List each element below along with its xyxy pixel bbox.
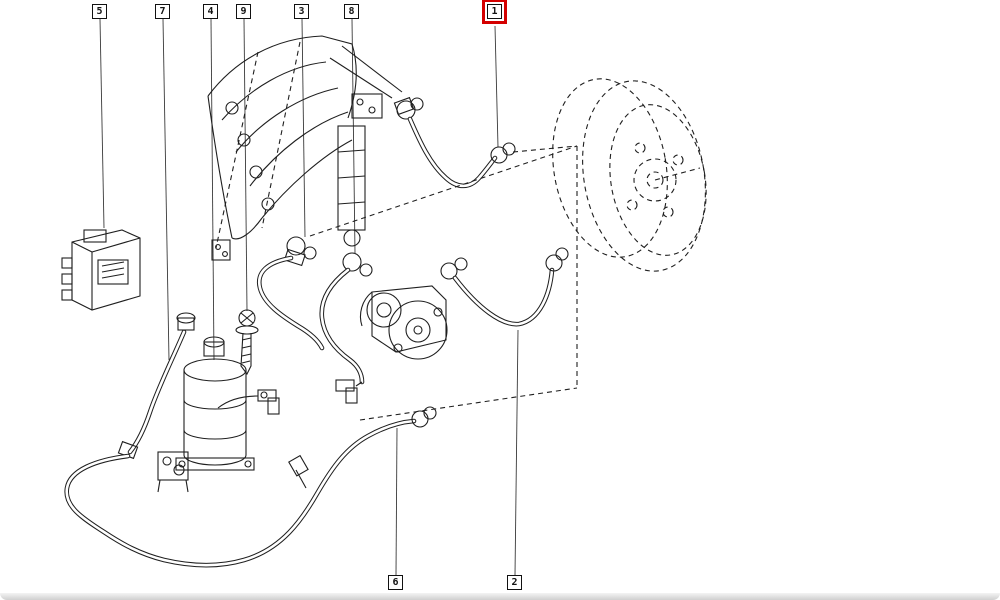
part-callout-5[interactable]: 5 bbox=[92, 4, 107, 19]
callout-label: 8 bbox=[348, 6, 355, 17]
flywheel-drawing bbox=[552, 78, 707, 272]
leader-line-1 bbox=[494, 25, 499, 148]
leader-line-9 bbox=[243, 18, 248, 312]
callout-label: 9 bbox=[240, 6, 247, 17]
callout-label: 1 bbox=[491, 6, 498, 17]
leader-lines bbox=[99, 18, 519, 576]
window-bottom-edge bbox=[0, 593, 1000, 600]
union-8-drawing bbox=[322, 252, 373, 382]
hose-1-drawing bbox=[393, 96, 516, 186]
bolt-drawing bbox=[235, 309, 259, 376]
callout-label: 3 bbox=[298, 6, 305, 17]
hose-7-drawing bbox=[130, 312, 196, 452]
part-callout-8[interactable]: 8 bbox=[344, 4, 359, 19]
leader-line-7 bbox=[162, 18, 170, 361]
part-callout-9[interactable]: 9 bbox=[236, 4, 251, 19]
hose-6-drawing bbox=[67, 406, 437, 565]
leader-line-3 bbox=[301, 18, 306, 238]
leader-line-2 bbox=[514, 329, 519, 576]
part-callout-7[interactable]: 7 bbox=[155, 4, 170, 19]
control-module-drawing bbox=[61, 229, 141, 311]
callout-label: 5 bbox=[96, 6, 103, 17]
elbow-fittings-drawing bbox=[217, 379, 363, 415]
leader-line-4 bbox=[210, 18, 215, 361]
callout-label: 6 bbox=[392, 577, 399, 588]
hose-2-drawing bbox=[440, 247, 569, 324]
callout-label: 7 bbox=[159, 6, 166, 17]
leader-line-8 bbox=[351, 18, 356, 254]
part-callout-4[interactable]: 4 bbox=[203, 4, 218, 19]
leader-line-6 bbox=[395, 427, 398, 576]
union-3-drawing bbox=[259, 236, 322, 348]
callout-label: 4 bbox=[207, 6, 214, 17]
construction-lines bbox=[309, 145, 578, 421]
part-callout-1[interactable]: 1 bbox=[482, 0, 507, 24]
part-callout-2[interactable]: 2 bbox=[507, 575, 522, 590]
part-callout-6[interactable]: 6 bbox=[388, 575, 403, 590]
pump-assembly-drawing bbox=[359, 285, 448, 360]
callout-label: 2 bbox=[511, 577, 518, 588]
part-callout-3[interactable]: 3 bbox=[294, 4, 309, 19]
vacuum-pump-drawing bbox=[157, 336, 255, 493]
engine-block-drawing bbox=[207, 35, 403, 261]
leader-line-5 bbox=[99, 18, 105, 229]
